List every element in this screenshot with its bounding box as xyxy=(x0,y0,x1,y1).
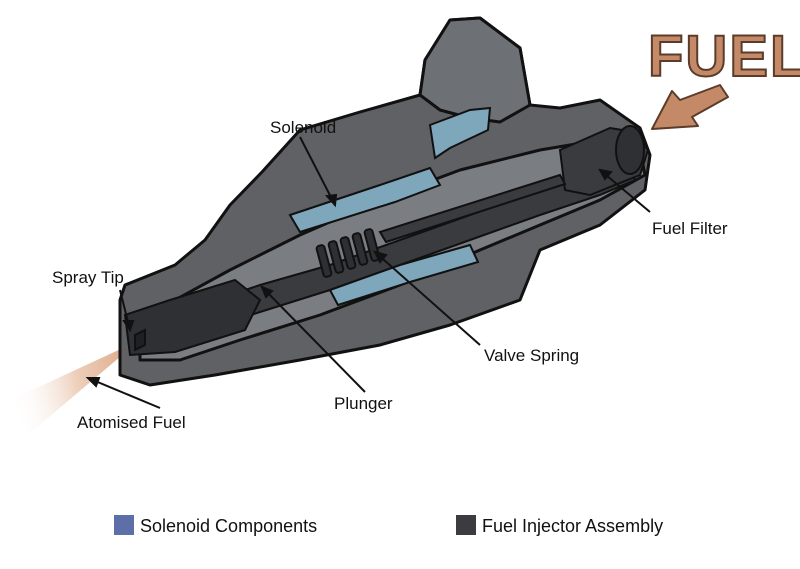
legend-label-solenoid: Solenoid Components xyxy=(140,516,317,536)
label-valve-spring: Valve Spring xyxy=(484,346,579,365)
label-solenoid: Solenoid xyxy=(270,118,336,137)
label-fuel-filter: Fuel Filter xyxy=(652,219,728,238)
atomised-fuel-spray xyxy=(0,340,140,450)
leader-lines xyxy=(85,136,651,409)
solenoid-coils xyxy=(288,106,492,307)
fuel-heading: FUEL xyxy=(648,24,800,89)
legend: Solenoid Components Fuel Injector Assemb… xyxy=(114,515,663,536)
label-spray-tip: Spray Tip xyxy=(52,268,124,287)
legend-swatch-solenoid xyxy=(114,515,134,535)
legend-swatch-assembly xyxy=(456,515,476,535)
fuel-filter xyxy=(558,125,650,197)
spray-tip xyxy=(123,278,262,357)
label-plunger: Plunger xyxy=(334,394,393,413)
fuel-arrow xyxy=(651,84,729,130)
plunger-rod xyxy=(378,173,567,244)
label-atomised-fuel: Atomised Fuel xyxy=(77,413,186,432)
legend-label-assembly: Fuel Injector Assembly xyxy=(482,516,663,536)
